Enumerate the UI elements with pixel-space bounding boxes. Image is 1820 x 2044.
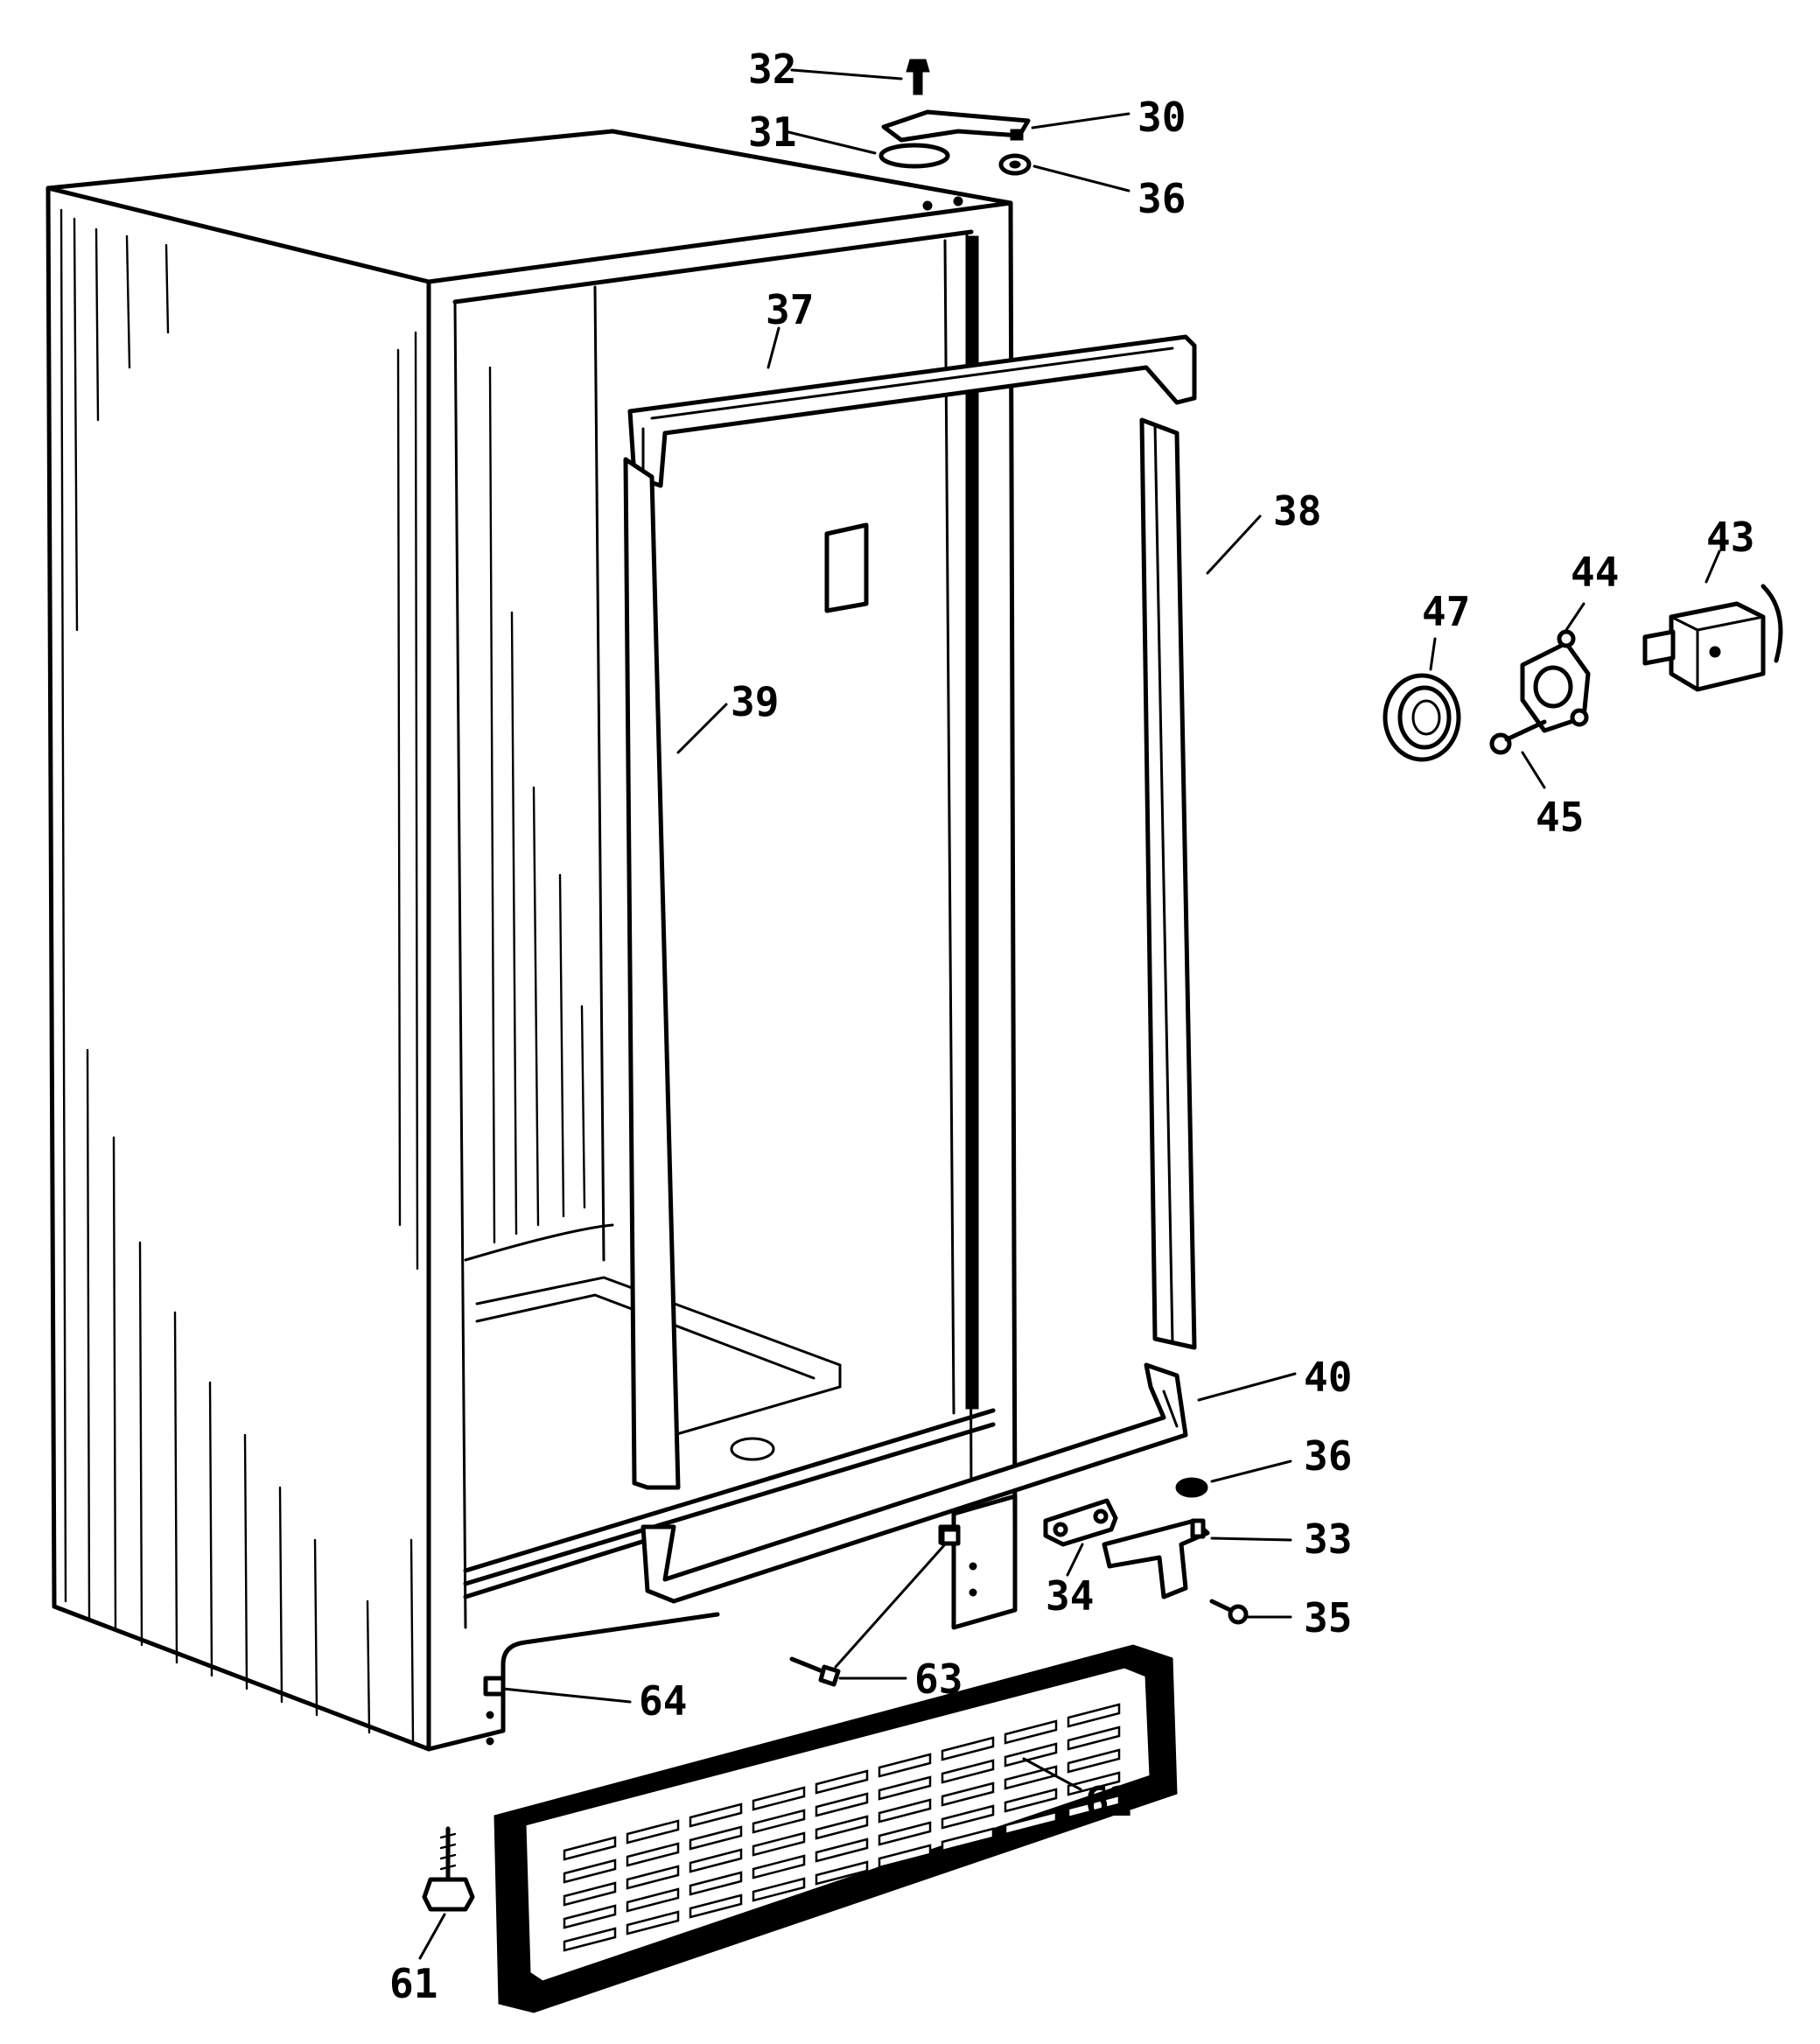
grille-slot: [626, 1887, 680, 1913]
grille-slot: [1067, 1703, 1121, 1728]
grille-screw: [789, 1656, 841, 1687]
grille-slot: [878, 1775, 932, 1801]
callout-38: 38: [1273, 487, 1321, 535]
grille-slot: [1004, 1788, 1058, 1813]
grille-slot: [1067, 1726, 1121, 1751]
callout-44: 44: [1571, 549, 1619, 596]
hinge-shim: [878, 143, 950, 169]
grille-slot: [941, 1827, 995, 1852]
grille-slot: [815, 1769, 869, 1795]
grille-slot: [1004, 1719, 1058, 1745]
grille-slot: [752, 1854, 806, 1880]
thermostat: [1642, 584, 1783, 692]
callout-33: 33: [1304, 1516, 1352, 1563]
grille-slot: [1067, 1748, 1121, 1774]
right-breaker-strip: [1139, 417, 1197, 1350]
grille-slot: [1004, 1810, 1058, 1836]
callout-43: 43: [1706, 514, 1754, 561]
callout-37: 37: [766, 286, 814, 333]
callout-36b: 36: [1304, 1432, 1352, 1480]
grille-slot: [941, 1804, 995, 1830]
grille-slot: [752, 1809, 806, 1834]
callout-39: 39: [731, 678, 779, 725]
grille-slot: [878, 1753, 932, 1778]
grille-clip: [940, 1527, 961, 1546]
grille-slot: [941, 1736, 995, 1761]
grille-slot: [626, 1842, 680, 1867]
bottom-breaker-strip: [640, 1362, 1188, 1604]
grille-slot: [878, 1798, 932, 1824]
callout-47: 47: [1422, 588, 1470, 635]
grille-slot: [1067, 1794, 1121, 1819]
callout-labels: 32 30 31 36 37 38 39 40 43 44 45 47 36 3…: [389, 46, 1754, 2007]
grille-slot: [563, 1836, 617, 1861]
grille-slot: [941, 1782, 995, 1807]
callout-63: 63: [914, 1656, 962, 1703]
grille-slot: [689, 1871, 743, 1896]
callout-36a: 36: [1138, 175, 1186, 222]
left-breaker-strip: [623, 457, 681, 1490]
grille-slot: [941, 1759, 995, 1784]
bottom-hinge: [1102, 1518, 1210, 1600]
callout-64: 64: [639, 1677, 687, 1725]
callout-61: 61: [389, 1960, 438, 2007]
leveling-leg: [422, 1826, 475, 1912]
callout-34: 34: [1046, 1572, 1094, 1620]
top-hinge-plate: [881, 109, 1031, 143]
grille-slot: [815, 1838, 869, 1863]
callout-31: 31: [748, 108, 796, 156]
thermostat-knob: [1382, 673, 1461, 762]
callout-62: 62: [1085, 1778, 1133, 1825]
grille-slot: [752, 1786, 806, 1811]
grille-slot: [752, 1831, 806, 1857]
top-breaker-strip: [627, 334, 1197, 488]
grille-slot: [815, 1860, 869, 1886]
grille-slot: [878, 1821, 932, 1846]
top-hinge-washer: [998, 153, 1032, 176]
top-hinge-screw: [906, 59, 930, 95]
toe-grille: [494, 1644, 1178, 2013]
grille-slot: [563, 1904, 617, 1929]
grille-slot: [563, 1858, 617, 1884]
grille-slot: [626, 1819, 680, 1844]
hinge-spacer: [1043, 1498, 1118, 1547]
grille-slots: [563, 1703, 1121, 1952]
grille-slot: [878, 1844, 932, 1869]
grille-slot: [563, 1881, 617, 1907]
grille-slot: [689, 1825, 743, 1851]
callout-32: 32: [748, 46, 796, 93]
callout-35: 35: [1304, 1594, 1352, 1642]
grille-slot: [563, 1927, 617, 1952]
bracket-screw: [1489, 719, 1547, 755]
cabinet: [46, 129, 1018, 1752]
bottom-hinge-screw: [1209, 1599, 1249, 1625]
grille-slot: [1004, 1742, 1058, 1768]
leader-lines: [418, 68, 1721, 1960]
grille-slot: [689, 1802, 743, 1828]
grille-slot: [626, 1910, 680, 1936]
grille-slot: [752, 1877, 806, 1902]
callout-30: 30: [1138, 94, 1186, 141]
callout-40: 40: [1304, 1354, 1352, 1401]
callout-45: 45: [1536, 794, 1584, 841]
thermostat-bracket: [1520, 629, 1591, 733]
grille-slot: [689, 1894, 743, 1919]
grille-slot: [689, 1848, 743, 1873]
grille-slot: [815, 1792, 869, 1817]
bottom-hinge-washer: [1175, 1477, 1208, 1498]
grille-slot: [626, 1865, 680, 1890]
grille-slot: [815, 1815, 869, 1840]
